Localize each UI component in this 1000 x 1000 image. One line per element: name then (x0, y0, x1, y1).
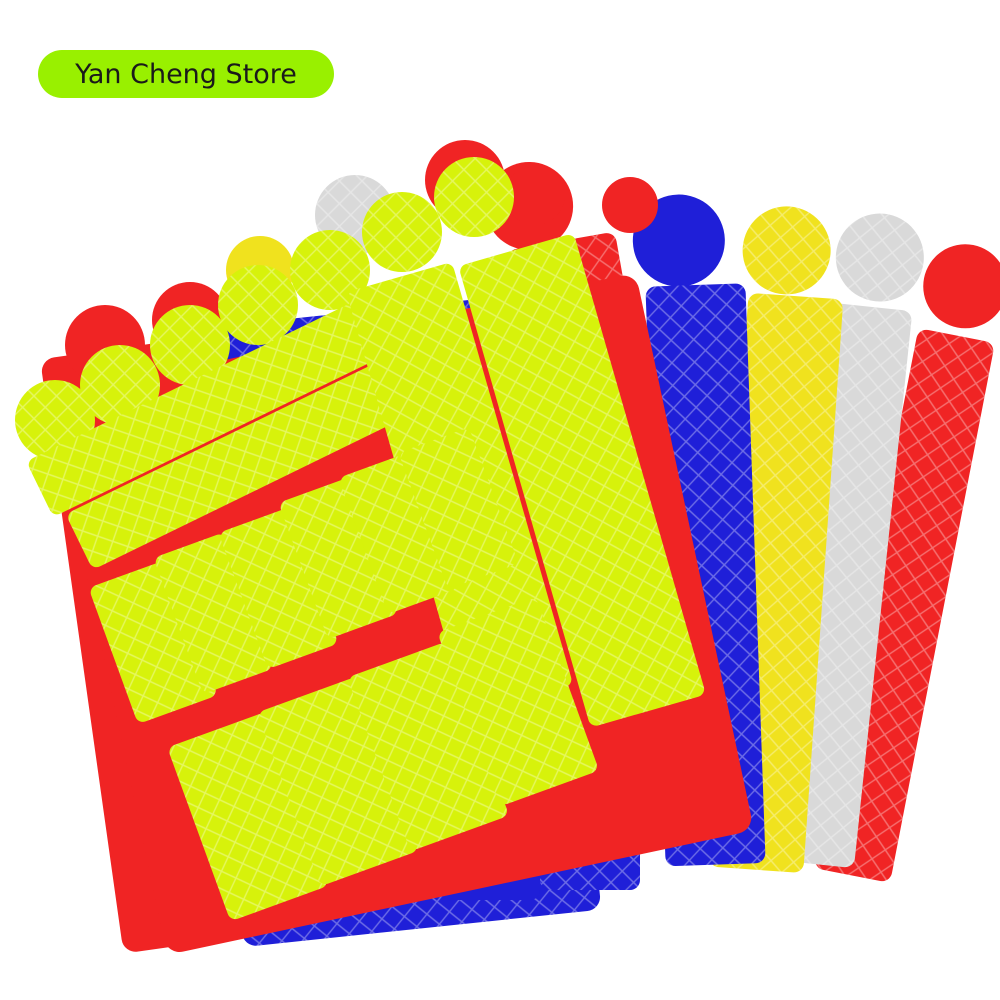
neon-circles (15, 157, 514, 460)
store-badge: Yan Cheng Store (38, 50, 334, 98)
store-name: Yan Cheng Store (75, 58, 297, 90)
neon-small-rects (90, 429, 597, 920)
